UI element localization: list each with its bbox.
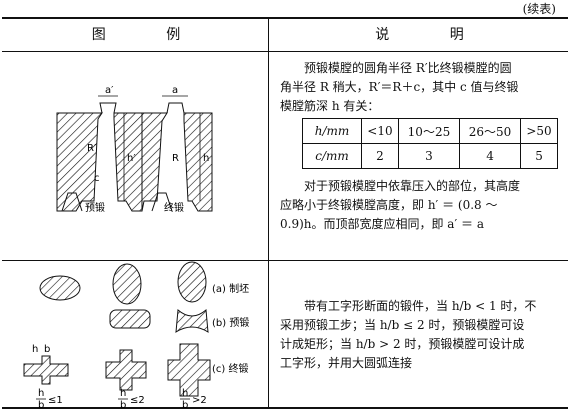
label-h-prime: h′: [127, 153, 136, 164]
label-finalforge-step: (c) 终锻: [212, 362, 248, 375]
i-section-figure: (a) 制坯 (b) 预锻 (c) 终锻 h b h b ≤1 h b ≤2 h…: [23, 261, 249, 411]
row1-description-1: 预锻模膛的圆角半径 R′比终锻模膛的圆 角半径 R 稍大，R′＝R＋c，其中 c…: [280, 61, 519, 113]
svg-text:b: b: [120, 400, 126, 411]
condition-1: h b ≤1: [36, 388, 63, 411]
svg-text:>2: >2: [192, 395, 207, 406]
spec-table: 图 例 说 明 预锻模膛的圆角半径 R′比终锻模膛的圆 角半径 R 稍大，R′＝…: [2, 17, 568, 411]
label-c: c: [94, 173, 100, 184]
label-r: R: [172, 153, 179, 164]
column-divider: [268, 19, 269, 407]
table-row: c/mm 2 3 4 5: [302, 143, 558, 169]
label-dim-h: h: [32, 344, 38, 355]
condition-3: h b >2: [180, 388, 207, 411]
table-row: h/mm <10 10～25 26～50 >50: [302, 118, 558, 144]
header-divider: [2, 51, 568, 52]
label-r-prime: R′: [87, 143, 97, 154]
row2-description: 带有工字形断面的锻件，当 h/b < 1 时，不 采用预锻工步；当 h/b ≤ …: [280, 299, 537, 370]
condition-2: h b ≤2: [118, 388, 145, 411]
svg-text:≤2: ≤2: [130, 395, 145, 406]
label-preforge: 预锻: [85, 201, 105, 214]
row1-description-2: 对于预锻模膛中依靠压入的部位，其高度 应略小于终锻模膛高度，即 h′ ＝ (0.…: [280, 179, 521, 231]
header-description: 说 明: [375, 27, 492, 43]
label-preforge-step: (b) 预锻: [212, 316, 249, 329]
continued-label: (续表): [522, 2, 556, 16]
c-value-table: h/mm <10 10～25 26～50 >50 c/mm 2 3 4 5: [302, 118, 558, 169]
row-divider: [2, 260, 568, 261]
svg-text:b: b: [38, 400, 44, 411]
header-figure: 图 例: [91, 27, 209, 43]
svg-text:≤1: ≤1: [48, 395, 63, 406]
svg-text:h: h: [182, 388, 188, 399]
svg-text:h: h: [120, 388, 126, 399]
svg-text:b: b: [182, 400, 188, 411]
label-h: h: [203, 153, 209, 164]
die-cavity-figure: a′ a h′ h c R′ R 预锻 终锻: [56, 85, 213, 214]
label-finalforge: 终锻: [164, 201, 184, 214]
label-dim-b: b: [44, 344, 50, 355]
label-a: a: [172, 85, 178, 96]
label-a-prime: a′: [105, 85, 114, 96]
svg-text:h: h: [38, 388, 44, 399]
label-blank: (a) 制坯: [212, 282, 249, 295]
